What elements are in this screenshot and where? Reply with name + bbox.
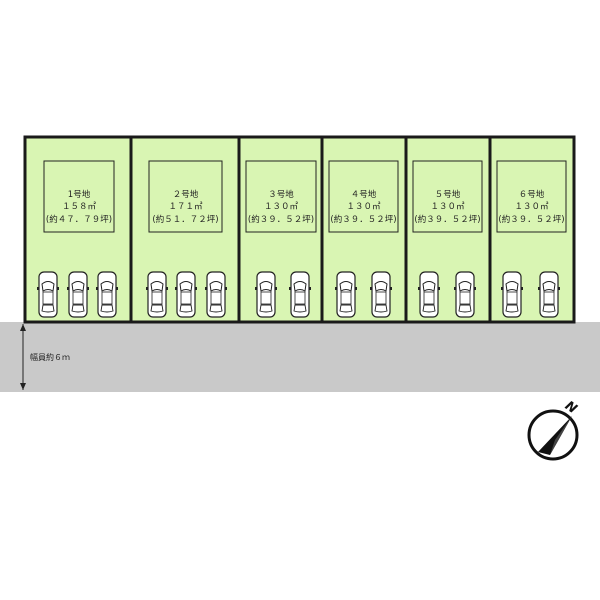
parking-car-icon (205, 271, 227, 318)
lot-tsubo: (約３９．５２坪) (414, 214, 480, 225)
compass: N (527, 399, 580, 461)
parking-car-icon (418, 271, 440, 318)
road (0, 322, 600, 392)
lot-area: １７１㎡ (168, 202, 203, 212)
lot: ４号地 １３０㎡ (約３９．５２坪) (320, 135, 408, 324)
north-arrow-icon (538, 416, 572, 455)
building-footprint (412, 160, 483, 233)
parking-car-icon (370, 271, 392, 318)
lot-area: １３０㎡ (346, 202, 381, 212)
lot-area: １３０㎡ (430, 202, 465, 212)
lot-tsubo: (約３９．５２坪) (330, 214, 396, 225)
building-footprint (496, 160, 567, 233)
lot-parcel (404, 135, 492, 324)
parking-car-icon (538, 271, 560, 318)
lot: ３号地 １３０㎡ (約３９．５２坪) (237, 135, 324, 324)
lot: 1号地 １５８㎡ (約４７．７９坪) (23, 135, 133, 324)
building-footprint (148, 160, 223, 233)
road-width-label: 幅員約６ｍ (30, 352, 70, 362)
lot-area: １５８㎡ (62, 202, 97, 212)
lot-parcel (320, 135, 408, 324)
lot-number: ５号地 (435, 189, 461, 200)
lot-tsubo: (約３９．５２坪) (498, 214, 564, 225)
lot-tsubo: (約５１．７２坪) (152, 214, 218, 225)
lot-tsubo: (約３９．５２坪) (248, 214, 314, 225)
parking-car-icon (255, 271, 277, 318)
building-footprint (245, 160, 317, 233)
parking-car-icon (37, 271, 59, 318)
lot-number: ４号地 (351, 189, 377, 200)
building-footprint (43, 160, 115, 233)
parking-car-icon (501, 271, 523, 318)
lot-number: ６号地 (519, 189, 545, 200)
compass-ring (527, 409, 579, 461)
parking-car-icon (96, 271, 118, 318)
parking-car-icon (454, 271, 476, 318)
lot: ５号地 １３０㎡ (約３９．５２坪) (404, 135, 492, 324)
parking-car-icon (146, 271, 168, 318)
road-width-dimension (20, 324, 26, 390)
parking-car-icon (175, 271, 197, 318)
parking-car-icon (289, 271, 311, 318)
lots: 1号地 １５８㎡ (約４７．７９坪) ２号地 １７１㎡ (約５１．７２坪) ３号地 １３０㎡ (… (23, 135, 576, 324)
building-footprint (328, 160, 399, 233)
lot-area: １３０㎡ (264, 202, 299, 212)
parking-car-icon (67, 271, 89, 318)
lot-tsubo: (約４７．７９坪) (46, 214, 112, 225)
lot-area: １３０㎡ (514, 202, 549, 212)
lot-number: 1号地 (68, 189, 91, 200)
parking-car-icon (335, 271, 357, 318)
lot-number: ２号地 (173, 189, 199, 200)
lot: ６号地 １３０㎡ (約３９．５２坪) (488, 135, 576, 324)
lot: ２号地 １７１㎡ (約５１．７２坪) (129, 135, 241, 324)
lot-number: ３号地 (268, 189, 294, 200)
